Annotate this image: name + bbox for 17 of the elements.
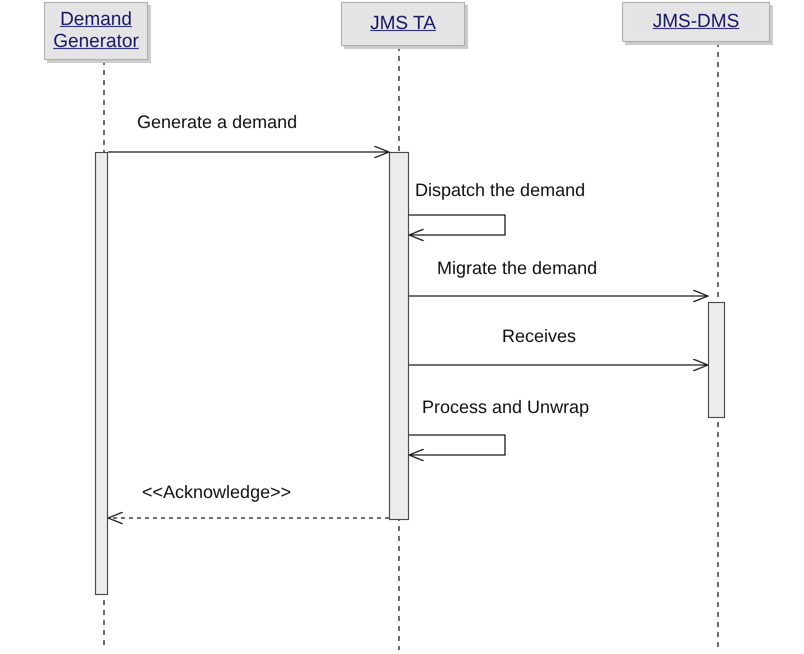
message-arrow [408, 434, 506, 462]
activation-bar [95, 152, 108, 595]
message-arrow [409, 358, 709, 372]
participant-name: Demand Generator [52, 9, 140, 53]
lifeline-header [622, 2, 770, 42]
lifeline-header [341, 2, 465, 46]
message-arrow [409, 289, 709, 303]
message-arrow [408, 214, 506, 242]
participant-name: JMS-DMS [652, 11, 740, 33]
activation-bar [708, 302, 725, 418]
message-arrow [107, 511, 389, 525]
message-arrow [108, 145, 390, 159]
message-label: <<Acknowledge>> [140, 482, 294, 503]
activation-bar [389, 152, 409, 520]
lifeline-header [44, 2, 148, 60]
participant-name: JMS TA [370, 13, 436, 35]
message-label: Process and Unwrap [420, 397, 592, 418]
